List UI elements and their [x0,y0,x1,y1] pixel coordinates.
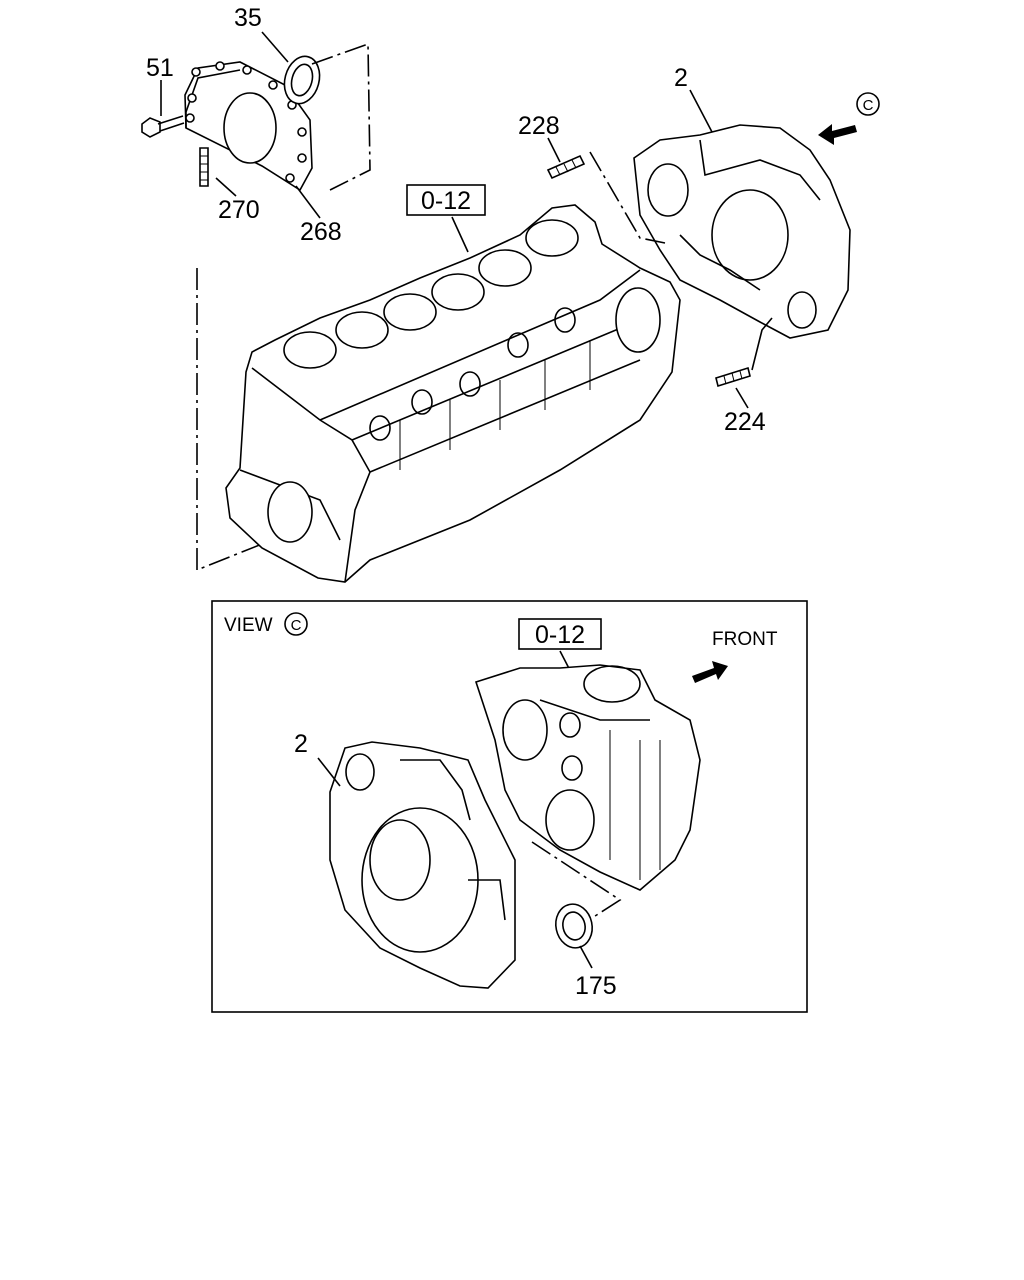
inset-title-letter: C [291,617,302,634]
callout-228: 228 [518,112,560,140]
ref-box-view [518,618,602,650]
front-label: FRONT [712,629,778,650]
callout-268: 268 [300,218,342,246]
inset-flywheel-housing [329,741,516,989]
oil-seal [283,55,321,105]
callout-270: 270 [218,196,260,224]
callout-224: 224 [724,408,766,436]
inset-cylinder-block [474,664,701,891]
flywheel-housing [633,124,851,339]
cylinder-block [225,204,681,583]
callout-2-top: 2 [674,64,688,92]
seal-retainer-plate [184,61,313,192]
front-arrow-icon [692,661,728,683]
inset-title: VIEW [224,615,273,636]
view-marker-icon: C [856,92,880,116]
callout-175: 175 [575,972,617,1000]
callout-2-view: 2 [294,730,308,758]
callout-51: 51 [146,54,174,82]
callout-35: 35 [234,4,262,32]
ref-box-top [406,184,486,216]
inset-title-marker-icon: C [284,612,308,636]
ref-label-view: 0-12 [535,621,585,649]
inset-oil-seal [555,903,593,949]
stud [199,147,209,187]
view-marker-letter: C [863,97,874,114]
stud-228 [546,154,586,180]
flange-bolt [141,115,185,138]
ref-label-top: 0-12 [421,187,471,215]
view-inset-frame [211,600,808,1013]
view-arrow-icon [818,124,857,145]
stud-224 [715,366,751,388]
